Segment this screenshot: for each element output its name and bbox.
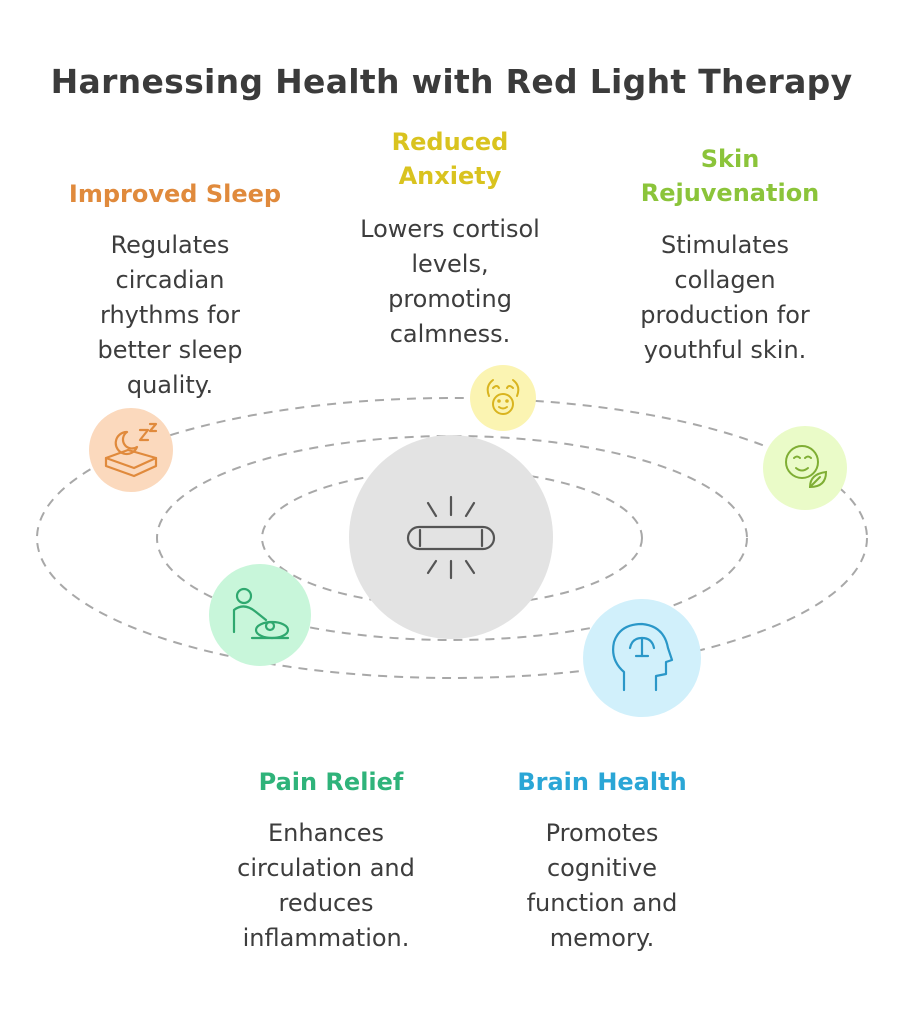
desc-brain-health: Promotes cognitive function and memory. [526,819,678,952]
sleep-icon [104,422,158,478]
heading-reduced-anxiety: Reduced Anxiety [391,128,509,190]
desc-skin-rejuvenation: Stimulates collagen production for youth… [640,231,810,364]
node-brain-health [583,599,701,717]
orbit-middle [156,435,748,641]
node-reduced-anxiety [470,365,536,431]
node-skin-rejuvenation [763,426,847,510]
brain-head-icon [612,622,674,692]
heading-brain-health: Brain Health [517,768,687,796]
orbit-outer [36,397,868,679]
desc-reduced-anxiety: Lowers cortisol levels, promoting calmne… [360,215,540,348]
massage-icon [232,587,290,640]
diagram-title: Harnessing Health with Red Light Therapy [50,62,853,101]
face-leaf-icon [785,445,828,489]
center-node [349,435,553,639]
heading-skin-rejuvenation: Skin Rejuvenation [640,145,820,207]
light-bar-icon [406,495,496,580]
heading-pain-relief: Pain Relief [258,768,404,796]
calm-face-icon [486,379,520,415]
desc-pain-relief: Enhances circulation and reduces inflamm… [237,819,415,952]
node-improved-sleep [89,408,173,492]
node-pain-relief [209,564,311,666]
desc-improved-sleep: Regulates circadian rhythms for better s… [97,231,243,399]
heading-improved-sleep: Improved Sleep [68,180,282,208]
